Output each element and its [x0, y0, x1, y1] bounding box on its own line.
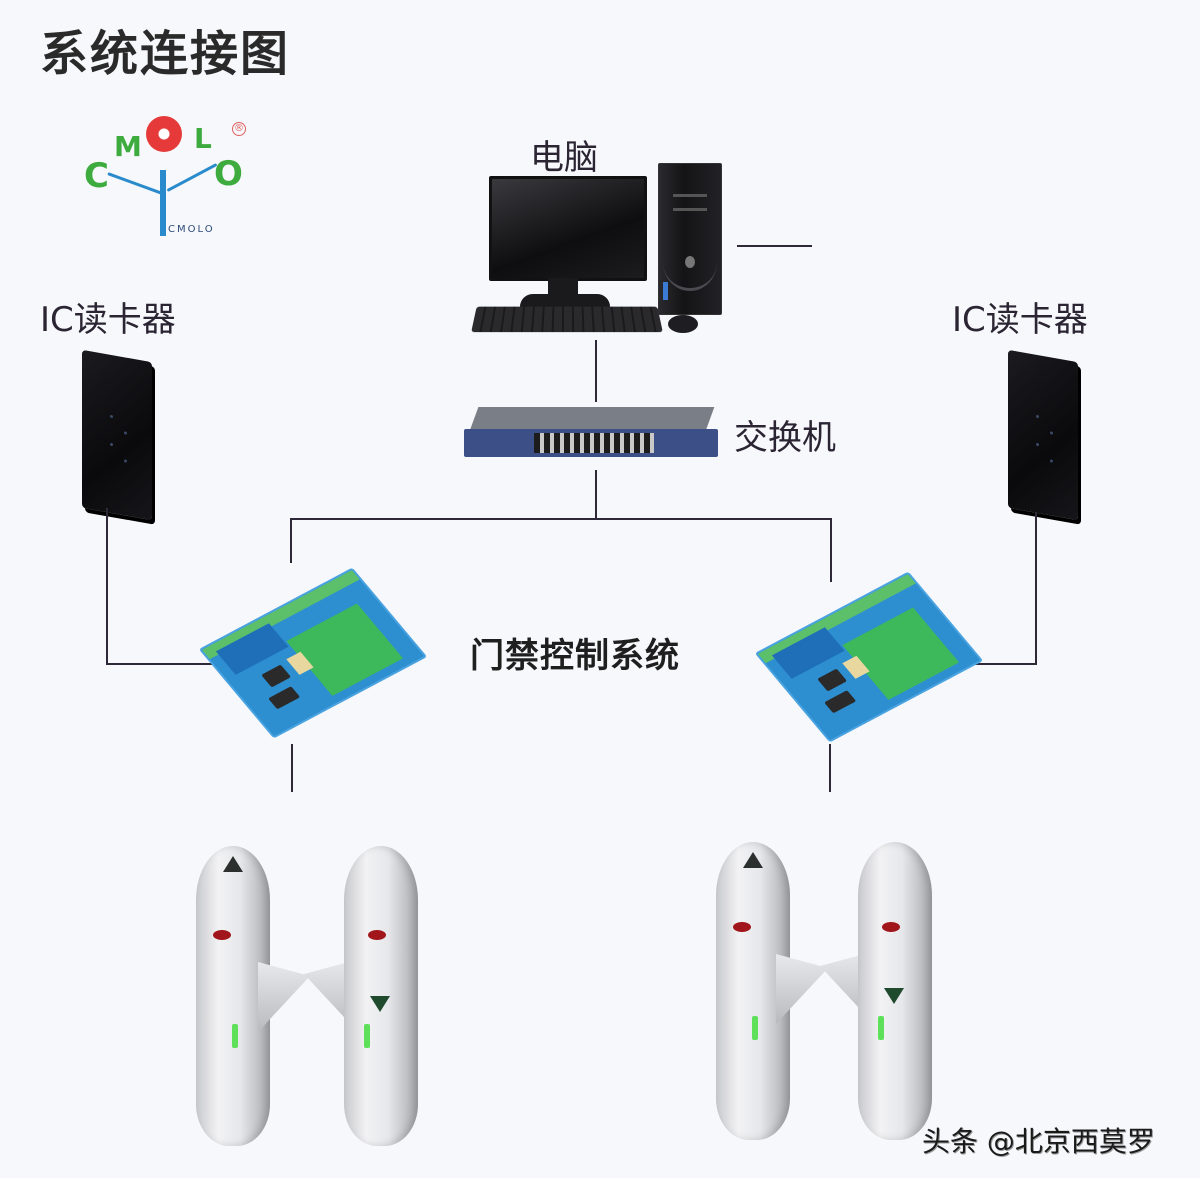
mouse-icon: [668, 315, 698, 333]
connector-switch-down: [595, 470, 597, 520]
logo-branch-right: [166, 163, 218, 192]
access-control-label: 门禁控制系统: [470, 636, 680, 676]
logo-letter-l: L: [194, 122, 212, 155]
connector-bus-controller-left: [290, 518, 292, 563]
connector-dash: [737, 245, 812, 247]
reader-left-label: IC读卡器: [40, 300, 176, 340]
monitor-stand-icon: [548, 278, 578, 296]
connector-switch-bus: [290, 518, 832, 520]
pc-tower-icon: [658, 163, 722, 315]
registered-mark: ®: [232, 122, 246, 136]
controller-board-right-icon: [754, 571, 984, 743]
logo-letter-o: O: [214, 154, 243, 194]
connector-reader-left-controller: [106, 663, 214, 665]
turnstile-post-icon: [858, 842, 932, 1140]
connector-reader-left-down: [106, 508, 108, 664]
turnstile-post-icon: [196, 846, 270, 1146]
connector-bus-controller-right: [830, 518, 832, 582]
turnstile-post-icon: [344, 846, 418, 1146]
connector-controller-right-turnstile: [829, 744, 831, 792]
monitor-icon: [489, 176, 647, 281]
computer-label: 电脑: [530, 138, 598, 178]
turnstile-wing-icon: [258, 962, 310, 1032]
logo-letter-c: C: [84, 156, 109, 196]
logo-tree-trunk: [160, 170, 166, 236]
controller-board-left-icon: [198, 567, 428, 739]
monitor-base-icon: [520, 294, 610, 308]
logo-subtitle: CMOLO: [168, 224, 215, 235]
watermark: 头条 @北京西莫罗: [922, 1125, 1155, 1158]
card-reader-right-icon: [1008, 349, 1078, 521]
logo-red-o-icon: [146, 116, 182, 152]
network-switch-icon: [464, 407, 718, 457]
connector-reader-right-down: [1035, 512, 1037, 664]
cmolo-logo: C M L O ® CMOLO: [80, 112, 250, 242]
connector-reader-right-controller: [940, 663, 1037, 665]
connector-controller-left-turnstile: [291, 744, 293, 792]
switch-label: 交换机: [734, 418, 836, 458]
logo-letter-m: M: [114, 130, 142, 163]
keyboard-icon: [471, 306, 663, 333]
page-title: 系统连接图: [40, 26, 291, 82]
connector-computer-switch: [595, 340, 597, 402]
card-reader-left-icon: [82, 349, 152, 521]
logo-branch-left: [107, 172, 163, 195]
reader-right-label: IC读卡器: [952, 300, 1088, 340]
turnstile-wing-icon: [776, 954, 828, 1024]
